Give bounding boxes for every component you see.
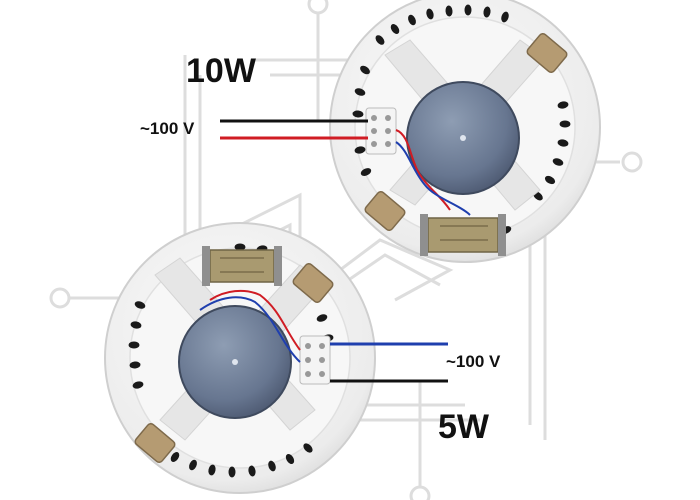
terminal-block-icon [299, 335, 331, 385]
terminal-block-icon [365, 107, 397, 155]
clip-icon [364, 32, 568, 232]
transformer-icon [420, 214, 506, 256]
speaker-top [329, 0, 601, 263]
bottom-lead-wires [330, 342, 448, 383]
speaker-bottom-vents [128, 243, 334, 478]
power-label-bottom: 5W [438, 408, 489, 446]
power-label-top: 10W [186, 52, 256, 90]
clip-icon [134, 262, 334, 464]
transformer-icon [202, 246, 282, 286]
voltage-label-bottom: ~100 V [446, 352, 501, 371]
top-lead-wires [220, 119, 368, 140]
speaker-bottom [104, 222, 376, 494]
voltage-label-top: ~100 V [140, 119, 195, 138]
